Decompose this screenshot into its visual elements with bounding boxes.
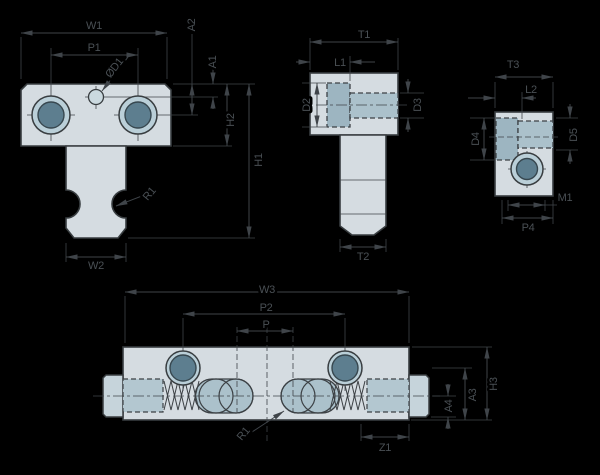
dim-label-a2: A2	[186, 18, 198, 31]
dim-label-p: P	[262, 319, 269, 331]
dim-label-l1: L1	[334, 57, 346, 69]
dim-label-p1: P1	[88, 42, 101, 54]
front-view: W1 P1 ØD1 A2 A1 H2 H1 R1 W2	[20, 16, 268, 275]
dim-label-d3: D3	[412, 98, 424, 112]
dim-label-r1-bottom: R1	[235, 425, 253, 443]
dim-label-r1-front: R1	[141, 185, 159, 203]
dim-label-l2: L2	[525, 84, 537, 96]
bottom-hidden-pin-left	[122, 378, 164, 413]
side-view: T1 L1 D2 D3 T2	[296, 27, 427, 266]
dim-label-w3: W3	[259, 284, 275, 296]
d1-leader	[101, 56, 129, 92]
side-bore-large	[349, 92, 399, 119]
bottom-bar-outline	[122, 346, 410, 421]
dim-label-d2: D2	[301, 98, 313, 112]
front-hole-right-core	[124, 101, 152, 129]
dim-label-t1: T1	[358, 29, 370, 41]
front-small-hole	[87, 88, 105, 106]
dim-label-h2: H2	[225, 113, 237, 127]
dim-label-p2: P2	[260, 302, 273, 314]
dim-label-a4: A4	[443, 399, 455, 412]
bottom-spring-left	[163, 380, 200, 411]
dim-label-w1: W1	[86, 20, 102, 32]
dim-label-d1: ØD1	[103, 56, 126, 81]
dim-label-t3: T3	[507, 59, 519, 71]
dim-label-h3: H3	[488, 377, 500, 391]
side-stem-outline	[339, 134, 387, 236]
dim-label-p4: P4	[522, 222, 535, 234]
bottom-hole-left-core	[169, 354, 197, 382]
r1-bottom-leader	[251, 410, 285, 433]
dim-label-t2: T2	[357, 251, 369, 263]
end-recess-right	[517, 120, 554, 149]
dim-label-a3: A3	[467, 388, 479, 401]
dim-label-d4: D4	[470, 132, 482, 146]
r1-front-leader	[115, 193, 148, 207]
dim-label-m1: M1	[558, 192, 573, 204]
end-recess-left	[495, 117, 519, 161]
bottom-spring-right	[329, 380, 366, 411]
dim-label-d5: D5	[568, 128, 580, 142]
front-hole-left-core	[37, 101, 65, 129]
dim-label-w2: W2	[88, 260, 104, 272]
dim-label-h1: H1	[253, 153, 265, 167]
bottom-view: W3 P2 P R1 Z1 A4 A3 H3	[93, 282, 503, 457]
dim-label-z1: Z1	[379, 442, 391, 454]
dim-label-a1: A1	[207, 55, 219, 68]
front-stem-outline	[65, 145, 127, 239]
end-hole-core	[515, 157, 539, 181]
bottom-hidden-pin-right	[366, 378, 410, 413]
bottom-hole-right-core	[331, 354, 359, 382]
end-view: T3 L2 D4 D5 M1 P4	[468, 57, 583, 237]
